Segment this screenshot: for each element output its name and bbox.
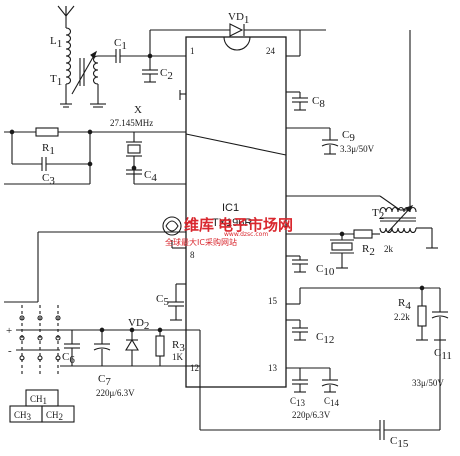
inductor-l1: L1 bbox=[50, 27, 72, 57]
svg-text:220μ/6.3V: 220μ/6.3V bbox=[96, 388, 135, 398]
ground-pin-left bbox=[179, 90, 186, 100]
svg-text:VD2: VD2 bbox=[128, 317, 149, 332]
svg-text:C5: C5 bbox=[156, 293, 169, 308]
wire-pin8 bbox=[4, 231, 186, 303]
diode-vd1: VD1 bbox=[149, 11, 326, 57]
svg-text:C13: C13 bbox=[290, 396, 306, 408]
pin-12: 12 bbox=[190, 363, 199, 373]
channel-boxes: CH1 CH3 CH2 bbox=[9, 389, 75, 423]
resistor-r3: R3 1K bbox=[155, 327, 200, 367]
svg-text:-: - bbox=[8, 345, 12, 357]
svg-text:VD1: VD1 bbox=[228, 11, 249, 26]
capacitor-c7: C7 220μ/6.3V bbox=[93, 327, 135, 398]
diode-vd2: VD2 bbox=[125, 317, 149, 366]
antenna bbox=[57, 5, 75, 28]
svg-text:X: X bbox=[134, 104, 142, 116]
pin-15: 15 bbox=[268, 296, 278, 306]
capacitors-c13-c14: C13 C14 220p/6.3V bbox=[286, 367, 340, 420]
crystal-filter bbox=[330, 231, 354, 269]
svg-text:C4: C4 bbox=[144, 169, 157, 184]
svg-text:C9: C9 bbox=[342, 129, 355, 144]
svg-text:CH2: CH2 bbox=[46, 410, 63, 422]
svg-text:C2: C2 bbox=[160, 67, 173, 82]
svg-text:C1: C1 bbox=[114, 37, 127, 52]
resistor-r1: R1 bbox=[4, 127, 186, 157]
svg-text:R1: R1 bbox=[42, 142, 55, 157]
capacitor-c12: C12 bbox=[286, 319, 334, 346]
svg-text:2.2k: 2.2k bbox=[394, 312, 410, 322]
ic1-chip: IC1 TX196R 1 24 8 12 13 15 bbox=[185, 36, 287, 388]
svg-text:C8: C8 bbox=[312, 95, 325, 110]
capacitor-c6: C6 bbox=[62, 330, 80, 366]
svg-text:电子市场网: 电子市场网 bbox=[218, 216, 293, 234]
svg-text:C12: C12 bbox=[316, 331, 334, 346]
svg-text:1K: 1K bbox=[172, 352, 184, 362]
svg-text:2k: 2k bbox=[384, 244, 394, 254]
svg-text:33μ/50V: 33μ/50V bbox=[412, 378, 444, 388]
svg-text:C10: C10 bbox=[316, 263, 335, 278]
capacitor-c5: C5 bbox=[156, 283, 186, 321]
svg-text:+: + bbox=[6, 325, 12, 337]
svg-text:T1: T1 bbox=[50, 73, 62, 88]
channel-switch: + - bbox=[6, 305, 200, 376]
svg-text:全球最大IC采购网站: 全球最大IC采购网站 bbox=[165, 237, 237, 247]
transformer-t1: T1 bbox=[50, 50, 106, 108]
capacitor-c11: C11 33μ/50V bbox=[412, 288, 452, 388]
capacitor-c3: C3 bbox=[4, 129, 93, 187]
capacitor-c1: C1 bbox=[98, 37, 186, 63]
capacitor-c2: C2 bbox=[142, 53, 173, 83]
pin-8: 8 bbox=[190, 250, 195, 260]
svg-text:CH3: CH3 bbox=[14, 410, 32, 422]
svg-text:C11: C11 bbox=[434, 347, 452, 362]
ic1-part: TX196R bbox=[212, 217, 252, 229]
pin-13: 13 bbox=[268, 363, 278, 373]
svg-text:C14: C14 bbox=[324, 396, 340, 408]
svg-text:220p/6.3V: 220p/6.3V bbox=[292, 410, 331, 420]
svg-text:C3: C3 bbox=[42, 172, 55, 187]
svg-text:维库: 维库 bbox=[184, 216, 214, 234]
pin-1: 1 bbox=[190, 46, 195, 56]
ic1-label: IC1 bbox=[222, 202, 239, 214]
watermark-logo: 维库 电子市场网 www.dzsc.com 全球最大IC采购网站 bbox=[162, 216, 293, 247]
capacitor-c15: C15 bbox=[199, 330, 441, 450]
capacitor-c10: C10 bbox=[286, 255, 335, 278]
svg-text:C15: C15 bbox=[390, 435, 409, 450]
pin-24: 24 bbox=[266, 46, 276, 56]
svg-text:C6: C6 bbox=[62, 351, 75, 366]
capacitor-c8: C8 bbox=[286, 91, 325, 111]
svg-text:L1: L1 bbox=[50, 35, 62, 50]
transformer-t2: T2 bbox=[286, 30, 438, 249]
capacitor-c4: C4 bbox=[126, 165, 157, 184]
svg-text:27.145MHz: 27.145MHz bbox=[110, 118, 153, 128]
svg-text:R3: R3 bbox=[172, 339, 185, 354]
capacitor-c9: C9 3.3μ/50V bbox=[286, 127, 375, 155]
svg-text:R2: R2 bbox=[362, 243, 375, 258]
resistor-r4: R4 2.2k bbox=[286, 285, 440, 341]
svg-text:T2: T2 bbox=[372, 207, 384, 222]
svg-text:C7: C7 bbox=[98, 373, 111, 388]
svg-text:3.3μ/50V: 3.3μ/50V bbox=[340, 144, 375, 154]
svg-text:R4: R4 bbox=[398, 297, 411, 312]
svg-text:CH1: CH1 bbox=[30, 394, 47, 406]
svg-text:www.dzsc.com: www.dzsc.com bbox=[224, 231, 268, 238]
